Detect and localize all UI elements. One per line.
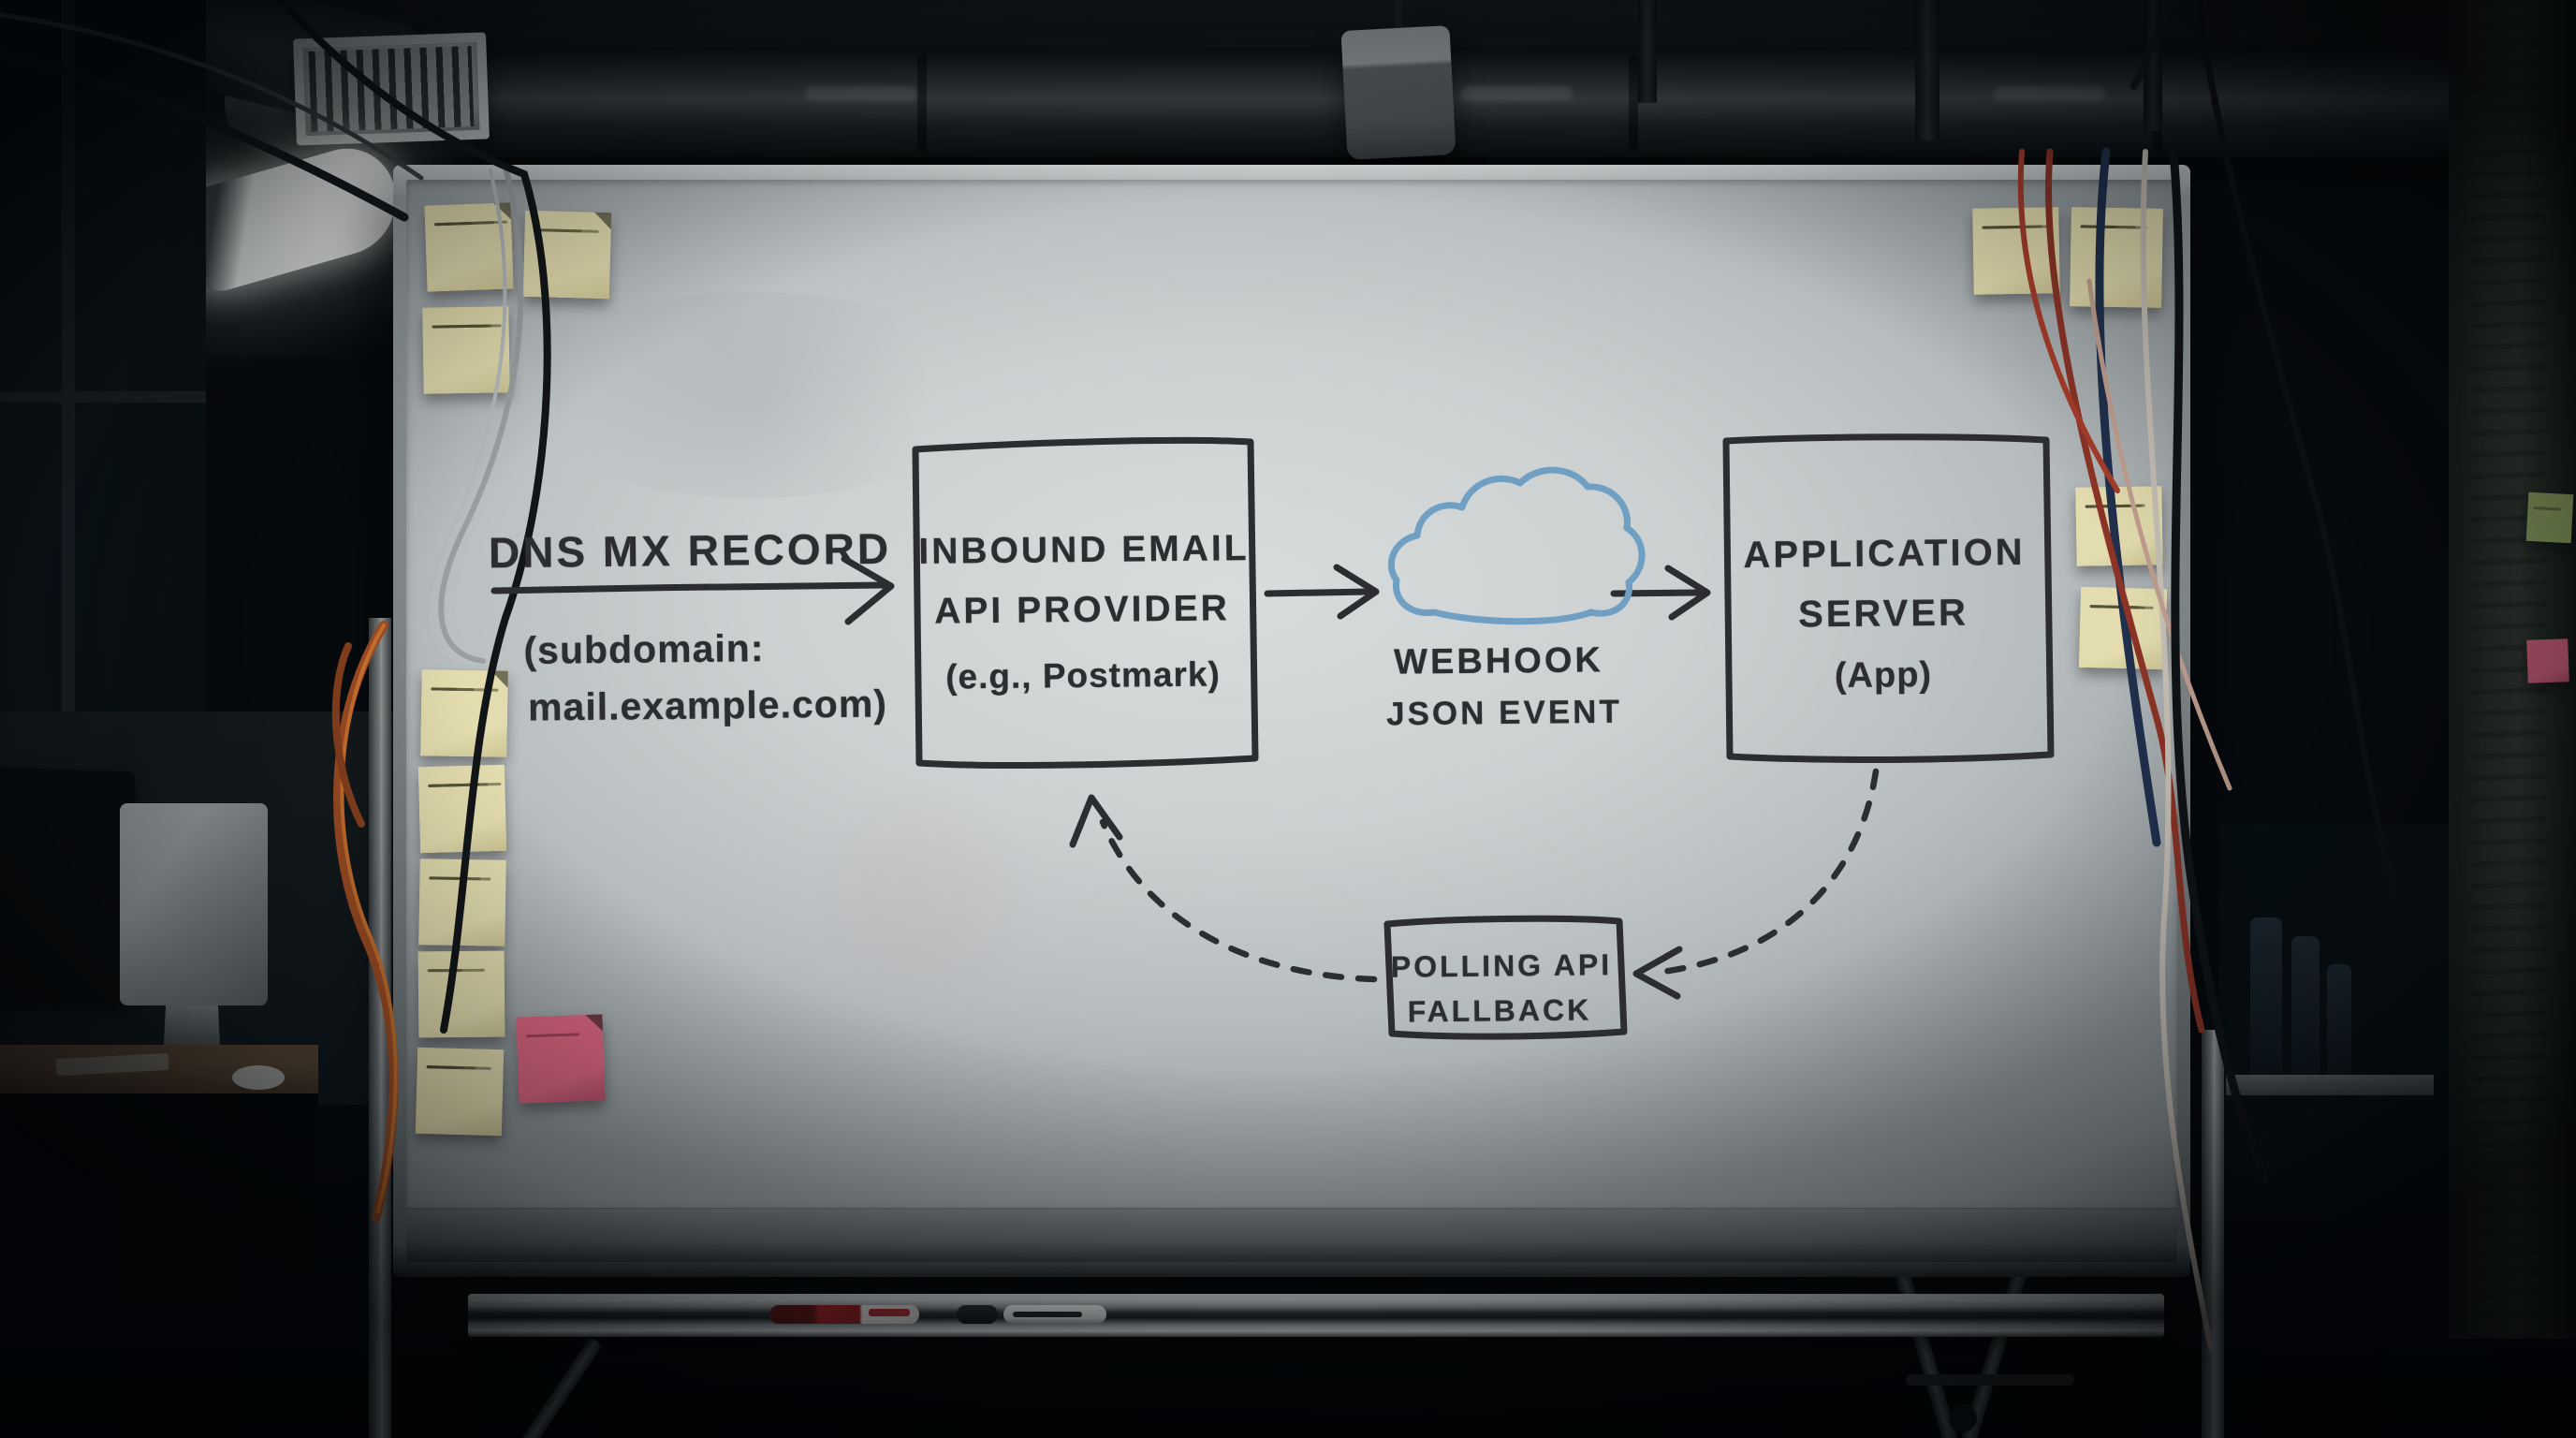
cable-right-group	[2017, 0, 2400, 1351]
cloud-icon	[1388, 466, 1646, 625]
app-line2: SERVER	[1797, 592, 1969, 636]
provider-line2: API PROVIDER	[933, 588, 1230, 632]
arrow-dns-to-provider	[490, 581, 887, 594]
cable-left-group	[0, 0, 551, 1034]
polling-line2: FALLBACK	[1407, 992, 1592, 1029]
app-line3: (App)	[1834, 654, 1933, 697]
dns-subdomain-line1: (subdomain:	[523, 626, 765, 672]
arrow-provider-to-cloud	[1264, 588, 1372, 597]
provider-line3: (e.g., Postmark)	[944, 654, 1221, 697]
orange-cord	[331, 621, 399, 1222]
webhook-line1: WEBHOOK	[1393, 640, 1604, 682]
provider-line1: INBOUND EMAIL	[918, 528, 1250, 572]
app-line1: APPLICATION	[1743, 531, 2026, 577]
webhook-line2: JSON EVENT	[1385, 693, 1623, 733]
dns-subdomain-line2: mail.example.com)	[527, 682, 888, 729]
polling-line1: POLLING API	[1390, 947, 1613, 984]
dashed-polling-to-provider	[1099, 818, 1378, 983]
dashed-app-to-polling	[1659, 768, 1880, 976]
dns-label: DNS MX RECORD	[488, 523, 892, 578]
